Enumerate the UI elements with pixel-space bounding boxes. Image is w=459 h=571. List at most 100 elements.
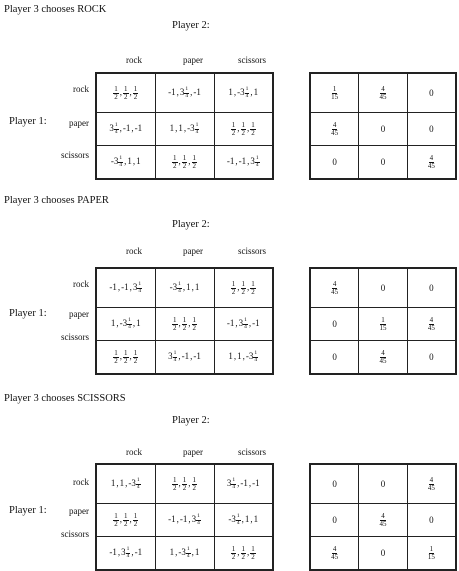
math-value: 0 — [380, 157, 386, 167]
comma-separator: , — [248, 478, 252, 489]
comma-separator: , — [124, 156, 127, 167]
comma-separator: , — [235, 318, 238, 329]
comma-separator: , — [119, 87, 122, 98]
probability-cell: 0 — [406, 112, 457, 146]
comma-separator: , — [237, 547, 240, 558]
math-value: 1 — [237, 351, 242, 362]
comma-separator: , — [233, 351, 237, 362]
math-value: -1 — [179, 514, 188, 525]
comma-separator: , — [247, 547, 250, 558]
probability-cell: 0 — [406, 503, 457, 537]
comma-separator: , — [188, 478, 191, 489]
comma-separator: , — [235, 156, 238, 167]
math-value: 1 — [228, 351, 233, 362]
math-value: 0 — [380, 479, 386, 489]
math-value: 0 — [380, 124, 386, 134]
col-header-scissors: scissors — [237, 447, 266, 457]
math-value: 0 — [380, 283, 386, 293]
section-heading: Player 3 chooses PAPER — [4, 195, 109, 206]
row-header-rock: rock — [73, 279, 89, 289]
math-value: 1 — [178, 123, 183, 134]
math-value: 1 — [136, 318, 141, 329]
math-value: 0 — [332, 515, 337, 525]
row-header-scissors: scissors — [60, 150, 89, 160]
math-value: -1 — [181, 351, 190, 362]
comma-separator: , — [188, 156, 191, 167]
comma-separator: , — [188, 514, 191, 525]
math-value: -1 — [226, 156, 235, 167]
row-header-paper: paper — [69, 118, 89, 128]
comma-separator: , — [116, 318, 119, 329]
probability-cell: 0 — [309, 307, 360, 341]
player1-label: Player 1: — [9, 308, 47, 319]
row-header-rock: rock — [73, 84, 89, 94]
player2-label: Player 2: — [172, 415, 210, 426]
math-value: -1 — [193, 87, 201, 98]
comma-separator: , — [178, 318, 181, 329]
comma-separator: , — [129, 282, 132, 293]
comma-separator: , — [132, 156, 136, 167]
comma-separator: , — [247, 123, 250, 134]
comma-separator: , — [233, 87, 237, 98]
player2-label: Player 2: — [172, 20, 210, 31]
comma-separator: , — [178, 351, 181, 362]
math-value: -1 — [226, 318, 235, 329]
probability-cell: 0 — [406, 340, 457, 375]
player1-label: Player 1: — [9, 505, 47, 516]
probability-cell: 0 — [358, 536, 408, 571]
probability-cell: 0 — [309, 340, 360, 375]
probability-cell: 0 — [358, 145, 408, 180]
math-value: 0 — [332, 352, 337, 362]
comma-separator: , — [241, 514, 244, 525]
col-header-paper: paper — [183, 55, 203, 65]
math-value: -1 — [168, 87, 176, 98]
comma-separator: , — [129, 514, 132, 525]
probability-cell: 0 — [406, 72, 457, 113]
probability-cell: 0 — [309, 145, 360, 180]
comma-separator: , — [125, 478, 128, 489]
comma-separator: , — [178, 478, 181, 489]
math-value: 1 — [169, 123, 175, 134]
